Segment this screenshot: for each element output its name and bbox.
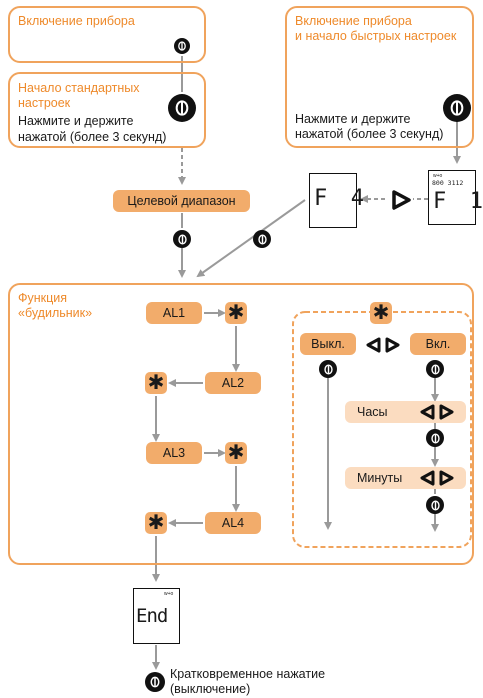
alarm-title-line1: Функция	[18, 291, 68, 305]
standard-setup-title-line1: Начало стандартных	[18, 81, 140, 95]
alarm-al2: AL2	[205, 372, 261, 394]
quick-hold-line2: нажатой (более 3 секунд)	[295, 127, 444, 141]
alarm-al4: AL4	[205, 512, 261, 534]
left-right-arrows-icon	[418, 469, 456, 487]
power-icon	[174, 38, 190, 54]
star-icon: ✱	[145, 512, 167, 534]
hold-instruction-line1: Нажмите и держите	[18, 114, 134, 128]
star-icon: ✱	[225, 302, 247, 324]
display-end: w+o End	[133, 588, 180, 644]
display-brand: w+o	[433, 173, 443, 179]
quick-hold-line1: Нажмите и держите	[295, 112, 411, 126]
power-icon	[426, 496, 444, 514]
alarm-al3: AL3	[146, 442, 202, 464]
alarm-on-option: Вкл.	[410, 333, 466, 355]
display-brand: w+o	[164, 591, 174, 597]
quick-setup-title-line2: и начало быстрых настроек	[295, 29, 457, 43]
display-end-text: End	[136, 605, 168, 627]
standard-setup-box: Начало стандартных настроек Нажмите и де…	[8, 72, 206, 148]
power-icon	[426, 360, 444, 378]
quick-setup-title-line1: Включение прибора	[295, 14, 412, 28]
standard-setup-title-line2: настроек	[18, 96, 71, 110]
hold-instruction-line2: нажатой (более 3 секунд)	[18, 130, 167, 144]
alarm-off-option: Выкл.	[300, 333, 356, 355]
display-f1-text: F 1	[433, 189, 483, 214]
display-f1: w+o 800 3112 F 1	[428, 170, 483, 225]
power-icon	[253, 230, 271, 248]
power-icon	[168, 94, 196, 122]
power-on-box: Включение прибора	[8, 6, 206, 63]
power-icon	[319, 360, 337, 378]
minutes-label: Минуты	[357, 471, 403, 485]
right-arrow-icon	[390, 189, 412, 211]
display-f1-small: 800 3112	[432, 179, 464, 187]
power-icon	[145, 672, 165, 692]
display-f4-text: F 4	[314, 186, 364, 211]
target-range-step: Целевой диапазон	[113, 190, 250, 212]
star-icon: ✱	[370, 302, 392, 324]
minutes-setting: Минуты	[345, 467, 466, 489]
quick-setup-box: Включение прибора и начало быстрых настр…	[285, 6, 474, 148]
alarm-al1: AL1	[146, 302, 202, 324]
power-icon	[173, 230, 191, 248]
power-on-label: Включение прибора	[18, 14, 135, 28]
alarm-title-line2: «будильник»	[18, 306, 93, 320]
star-icon: ✱	[225, 442, 247, 464]
power-icon	[426, 429, 444, 447]
power-icon	[443, 94, 471, 122]
alarm-function-box: Функция «будильник»	[8, 283, 474, 565]
left-right-arrows-icon	[364, 336, 402, 354]
left-right-arrows-icon	[418, 403, 456, 421]
hours-label: Часы	[357, 405, 388, 419]
display-f4: F 4	[309, 173, 364, 228]
short-press-line2: (выключение)	[170, 682, 251, 696]
star-icon: ✱	[145, 372, 167, 394]
hours-setting: Часы	[345, 401, 466, 423]
short-press-line1: Кратковременное нажатие	[170, 667, 326, 681]
